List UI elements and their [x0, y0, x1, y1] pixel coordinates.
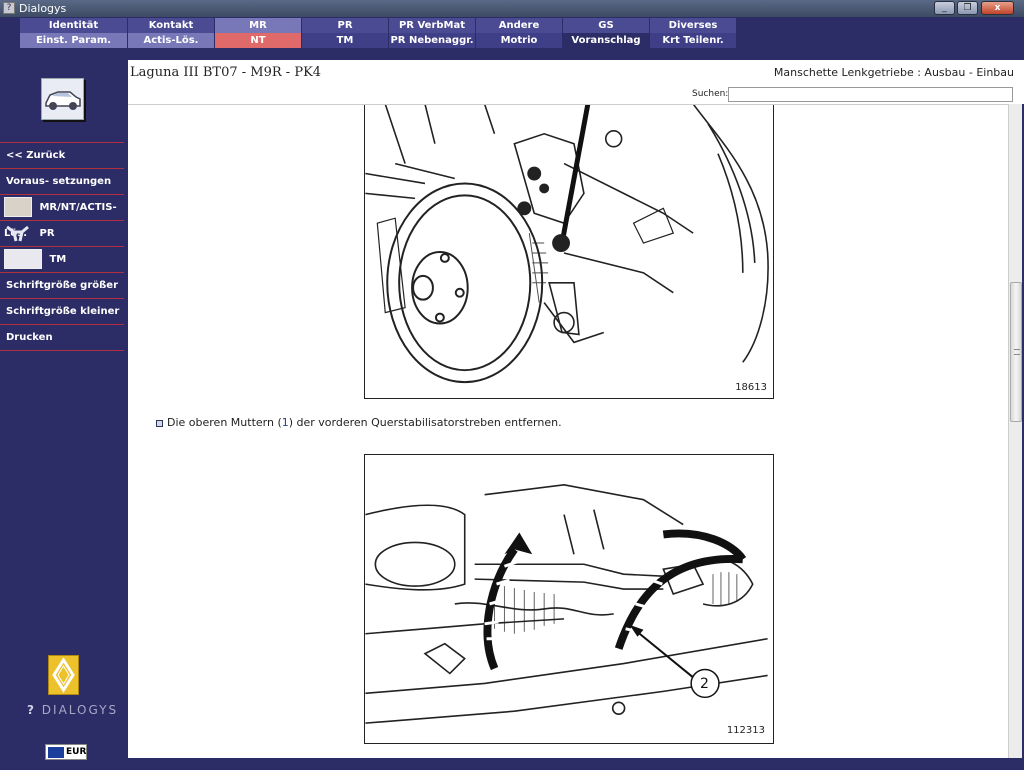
sidebar: << Zurück Voraus- setzungen MR/NT/ACTIS-…: [0, 60, 126, 770]
sidebar-item-pr[interactable]: PR: [0, 220, 124, 246]
question-mark-icon: ?: [27, 703, 36, 717]
search-input[interactable]: [728, 87, 1013, 102]
app-icon: ?: [3, 2, 15, 14]
instruction-text-after: ) der vorderen Querstabilisatorstreben e…: [288, 416, 562, 429]
scrollbar-thumb[interactable]: [1010, 282, 1022, 422]
nav-row-2: Einst. Param. Actis-Lös. NT TM PR Nebena…: [20, 33, 737, 48]
grip-icon: [1014, 349, 1020, 355]
sidebar-item-mr-nt-actis[interactable]: MR/NT/ACTIS-Lös.: [0, 194, 124, 239]
search-label: Suchen:: [692, 89, 729, 99]
instruction-text-before: Die oberen Muttern (: [167, 416, 282, 429]
renault-logo-icon: [48, 655, 79, 695]
figure-steering-rack: 2 112313: [364, 454, 774, 744]
nav-pr[interactable]: PR: [302, 18, 389, 33]
instruction-step: Die oberen Muttern (1) der vorderen Quer…: [156, 416, 562, 429]
currency-label: EUR: [66, 747, 87, 757]
restore-button[interactable]: ❐: [957, 1, 978, 15]
document-content: 18613 Die oberen Muttern (1) der vordere…: [128, 104, 1008, 758]
title-bar: ? Dialogys _ ❐ x: [0, 0, 1024, 17]
sidebar-item-back[interactable]: << Zurück: [0, 142, 124, 168]
nav-diverses[interactable]: Diverses: [650, 18, 737, 33]
nav-voranschlag[interactable]: Voranschlag: [563, 33, 650, 48]
search-row: Suchen:: [128, 86, 1024, 104]
instruction-ref-link[interactable]: 1: [281, 416, 289, 429]
sidebar-item-label: << Zurück: [6, 150, 66, 161]
nav-identitaet[interactable]: Identität: [20, 18, 128, 33]
vertical-scrollbar[interactable]: [1008, 104, 1022, 758]
sidebar-item-label: TM: [49, 254, 67, 265]
procedure-title: Manschette Lenkgetriebe : Ausbau - Einba…: [773, 66, 1014, 79]
nav-tm[interactable]: TM: [302, 33, 389, 48]
nav-mr[interactable]: MR: [215, 18, 302, 33]
close-button[interactable]: x: [981, 1, 1014, 15]
timer-gauge-icon: [4, 249, 42, 269]
sidebar-item-label: Schriftgröße größer: [6, 280, 119, 291]
sidebar-item-label: Schriftgröße kleiner: [6, 306, 120, 317]
sidebar-item-label: Voraus- setzungen: [6, 176, 112, 187]
bottom-strip: [128, 758, 1022, 770]
manual-thumbnail-icon: [4, 197, 32, 217]
window-title: Dialogys: [19, 2, 67, 15]
eu-flag-icon: [48, 747, 64, 758]
figure-number: 18613: [735, 382, 767, 393]
callout-number: 2: [700, 676, 709, 692]
nav-row-1: Identität Kontakt MR PR PR VerbMat Ander…: [20, 18, 737, 33]
nav-actis-loes[interactable]: Actis-Lös.: [128, 33, 215, 48]
figure-number: 112313: [726, 725, 765, 736]
sidebar-item-label: Drucken: [6, 332, 53, 343]
header-strip: Laguna III BT07 - M9R - PK4 Manschette L…: [128, 60, 1024, 86]
nav-andere[interactable]: Andere: [476, 18, 563, 33]
sidebar-item-print[interactable]: Drucken: [0, 324, 124, 350]
top-navigation: Identität Kontakt MR PR PR VerbMat Ander…: [0, 17, 1024, 50]
step-bullet-icon: [156, 419, 163, 427]
nav-krt-teilenr[interactable]: Krt Teilenr.: [650, 33, 737, 48]
currency-button[interactable]: EUR: [45, 744, 87, 760]
sidebar-divider: [0, 350, 124, 352]
nav-gs[interactable]: GS: [563, 18, 650, 33]
nav-kontakt[interactable]: Kontakt: [128, 18, 215, 33]
sidebar-item-prerequisites[interactable]: Voraus- setzungen: [0, 168, 124, 194]
sidebar-item-tm[interactable]: TM: [0, 246, 124, 272]
nav-motrio[interactable]: Motrio: [476, 33, 563, 48]
figure-brake-disc: 18613: [364, 105, 774, 399]
vehicle-car-icon[interactable]: [41, 78, 84, 120]
sidebar-item-font-smaller[interactable]: Schriftgröße kleiner: [0, 298, 124, 324]
brake-disc-illustration: [365, 105, 769, 384]
steering-rack-illustration: [365, 483, 768, 724]
vehicle-title: Laguna III BT07 - M9R - PK4: [130, 65, 322, 80]
nav-pr-verbmat[interactable]: PR VerbMat: [389, 18, 476, 33]
dialogys-logo: ? DIALOGYS: [27, 703, 118, 717]
nav-einst-param[interactable]: Einst. Param.: [20, 33, 128, 48]
nav-pr-nebenaggr[interactable]: PR Nebenaggr.: [389, 33, 476, 48]
sidebar-item-label: PR: [39, 228, 55, 239]
nav-nt[interactable]: NT: [215, 33, 302, 48]
wrench-icon: [4, 223, 32, 243]
brand-text: DIALOGYS: [41, 703, 119, 717]
minimize-button[interactable]: _: [934, 1, 955, 15]
sidebar-item-font-larger[interactable]: Schriftgröße größer: [0, 272, 124, 298]
